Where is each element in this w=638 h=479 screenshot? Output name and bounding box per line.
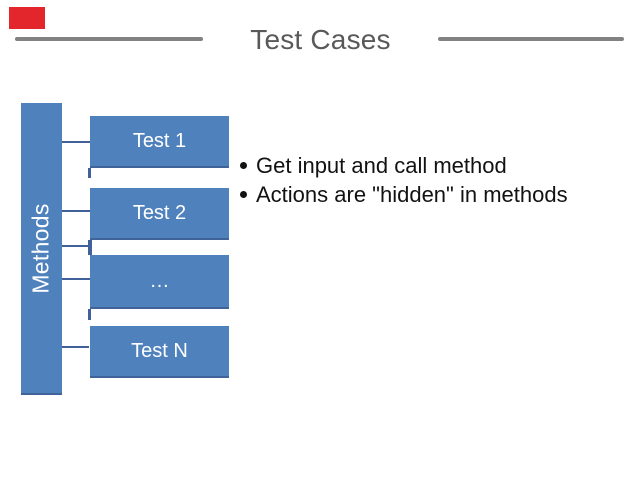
title-rule-right [438,37,624,41]
bullet-text-1: Get input and call method [256,153,507,178]
connector-line-1 [62,141,90,143]
title-rule-left [15,37,203,41]
test-box-n: Test N [90,326,229,378]
bullet-dot-icon [240,162,247,169]
test-box-ellipsis: … [90,255,229,309]
connector-line-2 [62,210,90,212]
page-title: Test Cases [250,24,391,55]
test-box-1: Test 1 [90,116,229,168]
bullet-list: Get input and call method Actions are "h… [240,151,630,209]
connector-tick-3 [88,309,91,320]
connector-line-4 [62,278,90,280]
bullet-item-1: Get input and call method [240,151,630,180]
methods-bar-label: Methods [28,202,55,294]
connector-tick-1 [88,168,91,178]
connector-line-5 [62,346,89,348]
test-box-2-label: Test 2 [132,201,187,224]
connector-tick-2 [88,240,92,255]
test-box-1-label: Test 1 [132,129,187,152]
red-marker [9,7,45,29]
test-box-n-label: Test N [131,339,188,362]
bullet-text-2: Actions are "hidden" in methods [256,182,568,207]
bullet-item-2: Actions are "hidden" in methods [240,180,630,209]
connector-line-3 [62,245,89,247]
bullet-dot-icon [240,191,247,198]
methods-bar: Methods [21,103,62,395]
test-box-2: Test 2 [90,188,229,240]
test-box-ellipsis-label: … [149,269,170,292]
